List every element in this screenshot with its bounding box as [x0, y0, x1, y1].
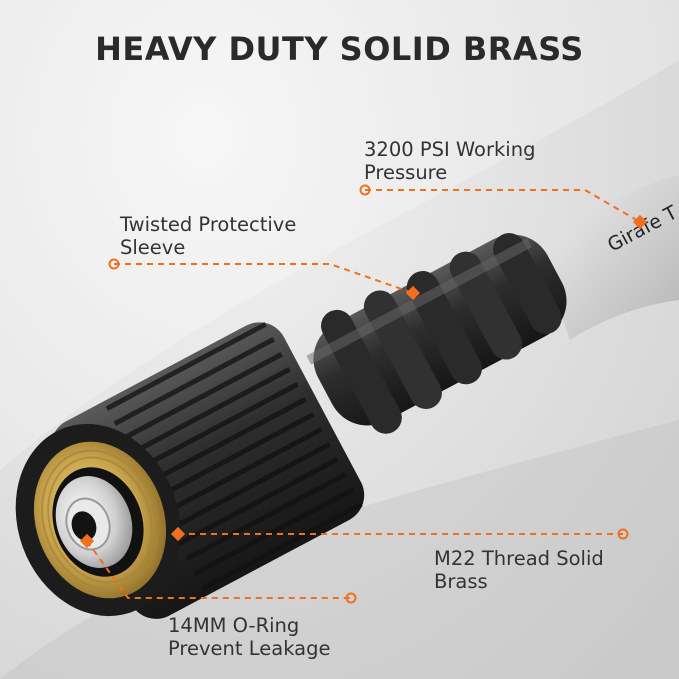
protective-sleeve [306, 233, 567, 434]
oring-end-marker [345, 592, 357, 604]
thread-end-marker [617, 528, 629, 540]
headline: HEAVY DUTY SOLID BRASS [95, 30, 584, 68]
callout-sleeve-line1: Twisted Protective [120, 213, 297, 236]
hose-body [540, 175, 679, 340]
callout-thread: M22 Thread Solid Brass [434, 547, 604, 593]
callout-lines [86, 189, 641, 599]
callout-oring-line2: Prevent Leakage [168, 637, 331, 660]
pressure-start-marker [359, 184, 371, 196]
callout-sleeve-line2: Sleeve [120, 236, 186, 259]
callout-thread-line1: M22 Thread Solid [434, 547, 604, 570]
callout-pressure-line1: 3200 PSI Working [364, 138, 536, 161]
nipple-bore [71, 511, 97, 541]
callout-oring: 14MM O-Ring Prevent Leakage [168, 614, 330, 660]
pressure-end-marker [632, 214, 648, 230]
callout-sleeve: Twisted Protective Sleeve [120, 213, 296, 259]
thread-start-marker [170, 526, 186, 542]
callout-pressure: 3200 PSI Working Pressure [364, 138, 535, 184]
callout-thread-line2: Brass [434, 570, 488, 593]
callout-pressure-line2: Pressure [364, 161, 448, 184]
callout-markers [79, 184, 648, 604]
sleeve-end-marker [405, 285, 421, 301]
sleeve-start-marker [108, 258, 120, 270]
callout-oring-line1: 14MM O-Ring [168, 614, 300, 637]
oring-start-marker [79, 533, 95, 549]
background-light-sweep [0, 0, 679, 470]
